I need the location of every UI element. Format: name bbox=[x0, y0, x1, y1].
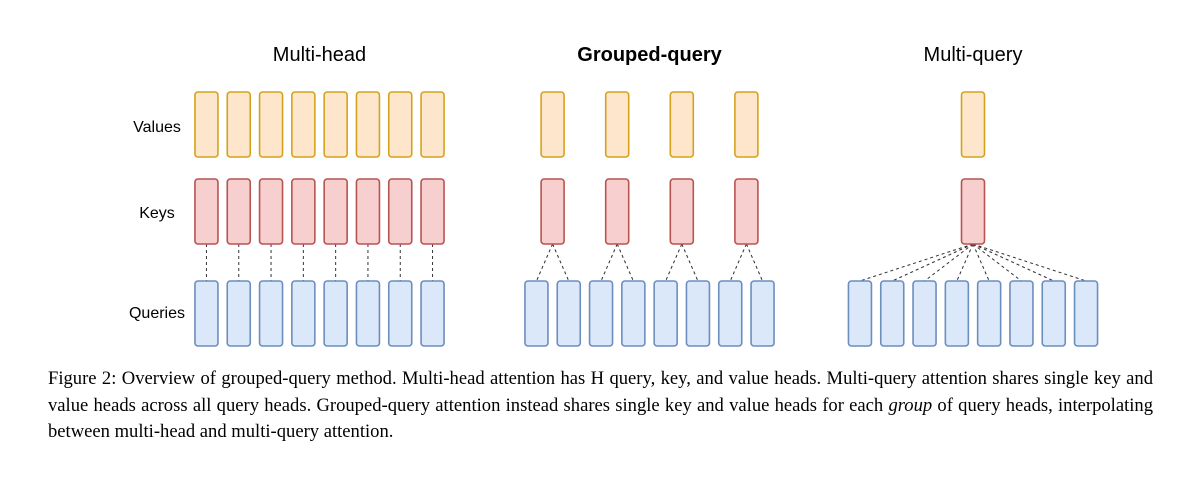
value-head-grouped-query-3 bbox=[734, 91, 759, 158]
value-head-multi-head-5 bbox=[355, 91, 381, 158]
connector-multi-query-1 bbox=[892, 243, 974, 282]
value-head-multi-head-1 bbox=[226, 91, 252, 158]
value-head-multi-query-0 bbox=[960, 91, 986, 158]
panel-multi-query: Multi-query bbox=[847, 44, 1099, 347]
key-head-grouped-query-2 bbox=[669, 178, 695, 245]
value-head-multi-head-2 bbox=[258, 91, 284, 158]
key-head-multi-head-5 bbox=[355, 178, 381, 245]
query-head-grouped-query-4 bbox=[653, 280, 678, 347]
connector-grouped-query-7 bbox=[745, 243, 764, 282]
query-head-multi-query-0 bbox=[847, 280, 873, 347]
query-head-multi-head-5 bbox=[355, 280, 381, 347]
query-head-multi-head-6 bbox=[387, 280, 413, 347]
value-head-grouped-query-1 bbox=[604, 91, 630, 158]
query-head-multi-head-1 bbox=[226, 280, 252, 347]
query-head-multi-head-3 bbox=[291, 280, 316, 347]
value-head-multi-head-7 bbox=[420, 91, 445, 158]
connector-grouped-query-0 bbox=[535, 243, 554, 282]
panel-grouped-query: Grouped-query bbox=[524, 44, 775, 347]
connector-grouped-query-3 bbox=[616, 243, 634, 282]
query-head-grouped-query-6 bbox=[717, 280, 743, 347]
key-head-grouped-query-3 bbox=[734, 178, 759, 245]
connector-grouped-query-1 bbox=[552, 243, 570, 282]
caption-text-end: of query heads, interpolating between mu… bbox=[48, 394, 1154, 443]
connector-multi-query-4 bbox=[972, 243, 990, 282]
caption-text-start: Figure 2: Overview of grouped-query meth… bbox=[48, 368, 1153, 416]
panels-group: Multi-head Grouped-query Multi-query bbox=[194, 44, 1099, 347]
query-head-multi-query-4 bbox=[976, 280, 1002, 347]
connector-grouped-query-5 bbox=[681, 243, 699, 282]
gqa-diagram: Values Keys Queries Multi-head Grouped-qu… bbox=[129, 44, 1099, 347]
key-head-multi-head-3 bbox=[291, 178, 316, 245]
panel-multi-head: Multi-head bbox=[194, 44, 445, 347]
query-head-grouped-query-7 bbox=[750, 280, 775, 347]
value-head-grouped-query-0 bbox=[540, 91, 565, 158]
query-head-grouped-query-1 bbox=[556, 280, 582, 347]
connector-grouped-query-2 bbox=[600, 243, 618, 282]
query-head-multi-query-5 bbox=[1009, 280, 1034, 347]
key-head-multi-head-2 bbox=[258, 178, 284, 245]
panel-title-grouped-query: Grouped-query bbox=[577, 44, 722, 66]
connector-grouped-query-4 bbox=[665, 243, 683, 282]
key-head-multi-head-4 bbox=[323, 178, 348, 245]
query-head-multi-query-7 bbox=[1073, 280, 1099, 347]
connector-multi-query-7 bbox=[972, 243, 1087, 282]
query-head-multi-head-4 bbox=[323, 280, 348, 347]
connector-grouped-query-6 bbox=[729, 243, 747, 282]
value-head-grouped-query-2 bbox=[669, 91, 695, 158]
query-head-grouped-query-3 bbox=[621, 280, 646, 347]
connector-multi-query-6 bbox=[972, 243, 1054, 282]
value-head-multi-head-3 bbox=[291, 91, 316, 158]
query-head-multi-query-2 bbox=[912, 280, 937, 347]
connector-multi-query-5 bbox=[972, 243, 1022, 282]
query-head-multi-head-7 bbox=[420, 280, 445, 347]
query-head-multi-query-3 bbox=[944, 280, 970, 347]
connector-multi-query-2 bbox=[924, 243, 974, 282]
key-head-multi-head-0 bbox=[194, 178, 219, 245]
query-head-grouped-query-0 bbox=[524, 280, 549, 347]
connector-multi-query-0 bbox=[859, 243, 974, 282]
key-head-multi-head-7 bbox=[420, 178, 445, 245]
row-label-queries: Queries bbox=[129, 305, 185, 322]
value-head-multi-head-4 bbox=[323, 91, 348, 158]
query-head-multi-query-1 bbox=[879, 280, 905, 347]
connector-multi-query-3 bbox=[956, 243, 974, 282]
panel-title-multi-head: Multi-head bbox=[273, 44, 366, 66]
key-head-grouped-query-1 bbox=[604, 178, 630, 245]
caption-emphasis: group bbox=[888, 394, 933, 416]
key-head-grouped-query-0 bbox=[540, 178, 565, 245]
key-head-multi-head-1 bbox=[226, 178, 252, 245]
key-head-multi-query-0 bbox=[960, 178, 986, 245]
value-head-multi-head-6 bbox=[387, 91, 413, 158]
query-head-multi-head-0 bbox=[194, 280, 219, 347]
query-head-multi-head-2 bbox=[258, 280, 284, 347]
query-head-grouped-query-5 bbox=[685, 280, 711, 347]
query-head-multi-query-6 bbox=[1041, 280, 1067, 347]
query-head-grouped-query-2 bbox=[588, 280, 614, 347]
figure-caption: Figure 2: Overview of grouped-query meth… bbox=[48, 366, 1153, 446]
row-label-keys: Keys bbox=[139, 205, 175, 222]
key-head-multi-head-6 bbox=[387, 178, 413, 245]
value-head-multi-head-0 bbox=[194, 91, 219, 158]
row-label-values: Values bbox=[133, 119, 181, 136]
panel-title-multi-query: Multi-query bbox=[924, 44, 1023, 66]
